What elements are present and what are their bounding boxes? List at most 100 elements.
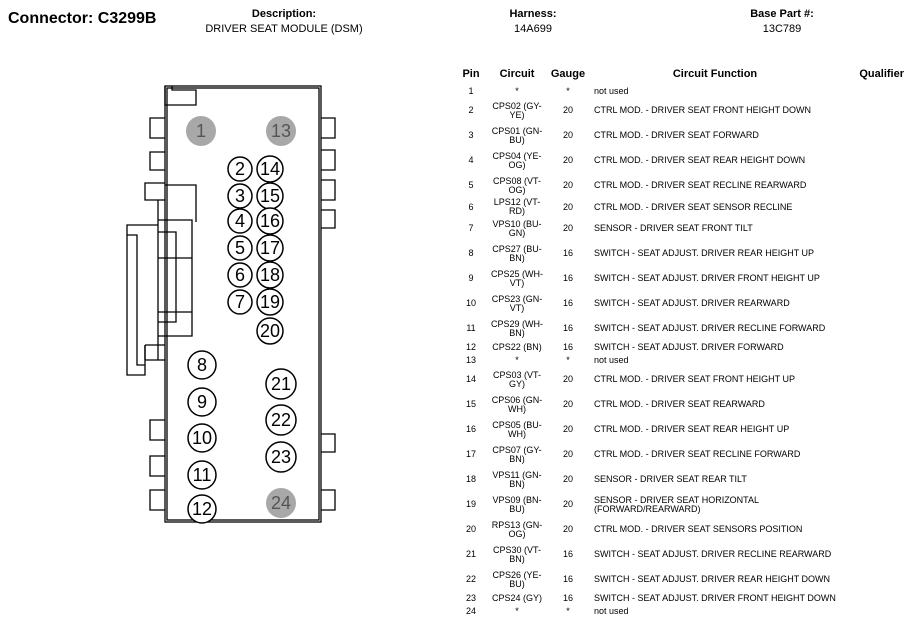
pin-label: 12 <box>192 499 212 519</box>
pin-cell: 4 <box>468 155 474 165</box>
pin-circle <box>227 156 253 182</box>
qualifier-cell <box>840 198 904 216</box>
gauge-cell: 20 <box>562 105 573 115</box>
pin-label: 22 <box>271 410 291 430</box>
circuit-cell: CPS23 (GN-VT) <box>491 293 543 313</box>
pin-9: 9 <box>187 387 217 417</box>
qualifier-cell <box>840 442 904 467</box>
connector-title: Connector: C3299B <box>8 10 157 27</box>
pin-14: 14 <box>256 155 284 183</box>
pin-label: 4 <box>235 211 245 231</box>
pin-label: 17 <box>260 238 280 258</box>
pin-cell: 17 <box>465 449 476 459</box>
pin-4: 4 <box>227 208 253 234</box>
base-part-block: Base Part #: 13C789 <box>720 8 844 35</box>
function-cell: SWITCH - SEAT ADJUST. DRIVER FRONT HEIGH… <box>594 593 836 603</box>
circuit-cell: CPS22 (BN) <box>492 342 542 352</box>
function-cell: CTRL MOD. - DRIVER SEAT SENSOR RECLINE <box>594 201 793 212</box>
pin-label: 7 <box>235 292 245 312</box>
pin-circle <box>187 494 217 524</box>
qualifier-cell <box>840 567 904 592</box>
pin-label: 23 <box>271 447 291 467</box>
function-cell: SWITCH - SEAT ADJUST. DRIVER FRONT HEIGH… <box>594 273 820 283</box>
col-header-qualifier: Qualifier <box>859 68 904 80</box>
side-lock-body <box>158 219 193 337</box>
gauge-cell: 20 <box>562 424 573 434</box>
right-tab-bottom-2 <box>321 489 336 511</box>
pin-cell: 19 <box>465 499 476 509</box>
pin-18: 18 <box>256 261 284 289</box>
qualifier-cell <box>840 241 904 266</box>
pin-cell: 5 <box>468 180 474 190</box>
pin-circle <box>256 261 284 289</box>
pin-24: 24 <box>266 488 296 518</box>
harness-label: Harness: <box>509 8 557 20</box>
pin-5: 5 <box>227 235 253 261</box>
circuit-cell: CPS08 (VT-OG) <box>492 175 541 195</box>
gauge-cell: 20 <box>562 155 573 165</box>
function-cell: CTRL MOD. - DRIVER SEAT FORWARD <box>594 130 759 140</box>
pin-cell: 3 <box>468 130 474 140</box>
pin-circle <box>227 208 253 234</box>
function-cell: SWITCH - SEAT ADJUST. DRIVER REAR HEIGHT… <box>594 574 831 584</box>
qualifier-cell <box>840 542 904 567</box>
qualifier-cell <box>840 354 904 367</box>
gauge-cell: * <box>566 86 570 96</box>
pin-label: 2 <box>235 159 245 179</box>
table-row: 1**not used <box>454 85 904 98</box>
qualifier-cell <box>840 605 904 618</box>
pin-19: 19 <box>256 288 284 316</box>
circuit-cell: CPS30 (VT-BN) <box>492 544 541 564</box>
gauge-cell: 16 <box>562 549 573 559</box>
pin-cell: 1 <box>468 86 474 96</box>
pin-label: 20 <box>260 321 280 341</box>
inner-divider <box>165 184 197 222</box>
gauge-cell: 16 <box>562 342 573 352</box>
pin-circle <box>186 116 216 146</box>
pin-label: 3 <box>235 186 245 206</box>
gauge-cell: 20 <box>562 180 573 190</box>
circuit-cell: CPS07 (GY-BN) <box>492 444 542 464</box>
qualifier-cell <box>840 148 904 173</box>
right-tab-1 <box>321 117 336 139</box>
pin-cell: 2 <box>468 105 474 115</box>
right-tab-3 <box>321 179 336 201</box>
circuit-cell: VPS11 (GN-BN) <box>492 469 542 489</box>
function-cell: CTRL MOD. - DRIVER SEAT RECLINE FORWARD <box>594 449 801 459</box>
pin-label: 24 <box>271 493 291 513</box>
pin-label: 8 <box>197 355 207 375</box>
pin-label: 13 <box>271 121 291 141</box>
pin-cell: 16 <box>465 424 476 434</box>
pin-cell: 9 <box>468 273 474 283</box>
side-bracket <box>126 224 158 376</box>
pin-circle <box>187 460 217 490</box>
col-header-pin: Pin <box>462 68 480 80</box>
qualifier-cell <box>840 592 904 605</box>
function-cell: CTRL MOD. - DRIVER SEAT SENSORS POSITION <box>594 524 803 534</box>
qualifier-cell <box>840 467 904 492</box>
function-cell: SWITCH - SEAT ADJUST. DRIVER REAR HEIGHT… <box>594 248 815 258</box>
left-tab-bottom-1 <box>149 419 165 441</box>
function-cell: CTRL MOD. - DRIVER SEAT REARWARD <box>594 399 765 409</box>
pin-label: 10 <box>192 428 212 448</box>
circuit-cell: CPS01 (GN-BU) <box>491 125 543 145</box>
gauge-cell: * <box>566 606 570 616</box>
qualifier-cell <box>840 341 904 354</box>
pin-label: 16 <box>260 211 280 231</box>
circuit-cell: CPS03 (VT-GY) <box>492 369 541 389</box>
circuit-cell: CPS04 (YE-OG) <box>492 150 542 170</box>
pin-circle <box>227 262 253 288</box>
function-cell: CTRL MOD. - DRIVER SEAT FRONT HEIGHT UP <box>594 374 796 384</box>
function-cell: not used <box>594 606 629 616</box>
circuit-cell: LPS12 (VT-RD) <box>493 197 541 216</box>
pin-circle <box>187 387 217 417</box>
pin-15: 15 <box>256 182 284 210</box>
pin-label: 18 <box>260 265 280 285</box>
